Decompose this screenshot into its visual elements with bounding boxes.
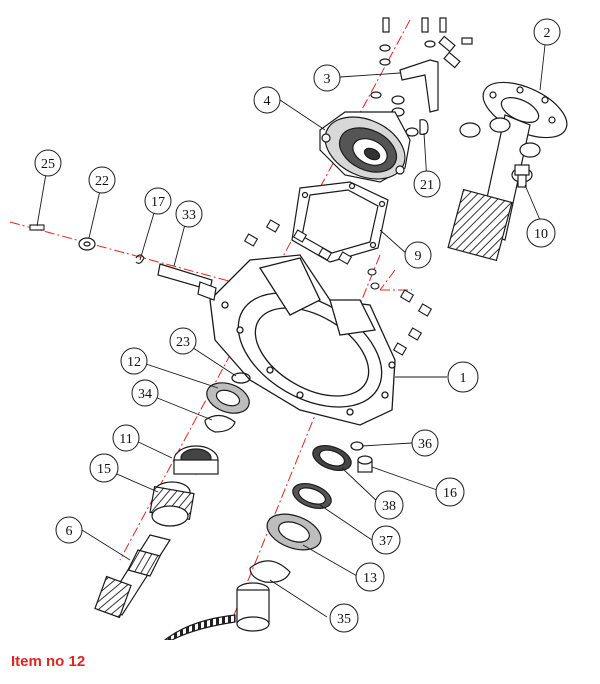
svg-text:13: 13 [363,571,377,586]
top-bolts [370,17,473,137]
callout-9: 9 [404,241,432,269]
part-9-gasket [291,181,389,263]
callout-11: 11 [112,424,140,452]
callout-34: 34 [131,379,159,407]
part-4-hub-assembly [319,111,411,183]
callout-12: 12 [120,347,148,375]
callout-13: 13 [355,562,385,592]
part-12-bearing [206,382,250,414]
callout-4: 4 [253,86,281,114]
part-13-bearing [266,513,322,551]
svg-text:22: 22 [95,174,109,189]
svg-text:2: 2 [544,26,551,41]
callout-17: 17 [144,187,172,215]
callout-3: 3 [313,64,341,92]
svg-text:25: 25 [41,157,55,172]
part-23-o-ring [231,372,251,384]
part-1-housing [209,254,396,426]
callout-38: 38 [374,490,404,520]
bushing [236,582,270,632]
svg-text:9: 9 [415,249,422,264]
part-11-retainer [173,445,219,475]
part-16-fitting [357,455,373,473]
part-2-flange-shaft [447,81,568,262]
callout-23: 23 [169,327,197,355]
callout-16: 16 [435,477,465,507]
svg-text:1: 1 [460,371,467,386]
callout-2: 2 [533,18,561,46]
svg-text:38: 38 [382,499,396,514]
part-36-nut [350,441,364,451]
svg-text:21: 21 [420,178,434,193]
svg-text:4: 4 [264,94,271,109]
svg-text:35: 35 [337,612,351,627]
svg-text:33: 33 [182,208,196,223]
part-33-shaft [157,263,217,301]
svg-text:12: 12 [127,355,141,370]
part-21-pin [419,119,429,135]
callout-25: 25 [34,149,62,177]
callout-6: 6 [55,516,83,544]
part-38-seal [312,445,352,471]
part-37-snap-ring [292,483,332,509]
mid-bolts [243,219,433,356]
part-22-washer [78,237,96,251]
svg-text:17: 17 [151,195,165,210]
part-35-clip [249,560,291,583]
svg-text:16: 16 [443,486,457,501]
svg-text:37: 37 [379,534,393,549]
callout-1: 1 [447,361,479,393]
svg-text:36: 36 [418,437,432,452]
svg-text:11: 11 [119,432,132,447]
part-17-clip [135,254,145,264]
svg-text:23: 23 [176,335,190,350]
part-6-shaft [94,534,171,619]
svg-text:15: 15 [97,462,111,477]
callout-37: 37 [371,525,401,555]
item-caption: Item no 12 [11,653,86,670]
callout-22: 22 [88,166,116,194]
part-10-bolts [514,164,530,188]
callout-35: 35 [329,603,359,633]
svg-text:3: 3 [324,72,331,87]
callout-10: 10 [526,218,556,248]
callout-15: 15 [89,453,119,483]
callout-21: 21 [413,170,441,198]
part-15-coupling [149,481,195,527]
part-34-snap-ring [204,414,236,433]
svg-text:10: 10 [534,227,548,242]
svg-text:6: 6 [66,524,73,539]
exploded-parts-diagram: 1 2 3 4 6 9 10 11 12 13 15 16 17 21 22 2… [9,17,568,640]
ring-gear [164,614,236,640]
callout-33: 33 [175,200,203,228]
part-3-bracket [399,59,439,113]
callout-36: 36 [411,429,439,457]
svg-text:34: 34 [138,387,152,402]
